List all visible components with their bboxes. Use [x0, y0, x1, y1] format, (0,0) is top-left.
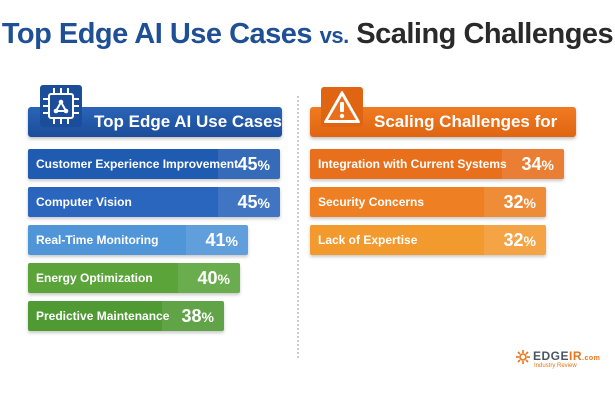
bar-value-box	[186, 225, 248, 255]
bar-value-box	[178, 263, 240, 293]
column-divider	[297, 96, 299, 358]
bar-value-label: 32%	[503, 192, 536, 212]
bar-value-label: 45%	[237, 154, 270, 174]
title-left: Top Edge AI Use Cases	[1, 18, 313, 50]
bar-value-label: 45%	[237, 192, 270, 212]
bar-category-label: Security Concerns	[318, 195, 425, 209]
bar-integration-with-current-systems: Integration with Current Systems 34%	[310, 149, 564, 179]
bar-value-label: 38%	[181, 306, 214, 326]
bar-category-label: Energy Optimization	[36, 271, 153, 285]
page-title: Top Edge AI Use Cases vs. Scaling Challe…	[0, 18, 615, 51]
bar-value-box	[484, 187, 546, 217]
bar-value-label: 40%	[197, 268, 230, 288]
logo-brand: EDGEIR.com	[533, 349, 601, 363]
bar-category-label: Real-Time Monitoring	[36, 233, 159, 247]
bar-category-label: Computer Vision	[36, 195, 132, 209]
edgeir-logo: EDGEIR.com Industry Review	[515, 346, 605, 376]
bar-value-box	[218, 187, 280, 217]
logo-mark-icon	[516, 350, 530, 364]
logo-subtitle: Industry Review	[534, 363, 577, 369]
bar-category-label: Lack of Expertise	[318, 233, 418, 247]
bar-lack-of-expertise: Lack of Expertise 32%	[310, 225, 546, 255]
bar-value-box	[484, 225, 546, 255]
bar-energy-optimization: Energy Optimization 40%	[28, 263, 240, 293]
bar-value-label: 34%	[521, 154, 554, 174]
title-vs: vs.	[319, 23, 350, 48]
bar-security-concerns: Security Concerns 32%	[310, 187, 546, 217]
warning-icon	[319, 85, 365, 139]
bar-category-label: Predictive Maintenance	[36, 309, 170, 323]
bar-value-box	[502, 149, 564, 179]
left-panel-header: Top Edge AI Use Cases	[28, 85, 282, 137]
bar-predictive-maintenance: Predictive Maintenance 38%	[28, 301, 224, 331]
bar-category-label: Customer Experience Improvement	[36, 157, 239, 171]
bar-computer-vision: Computer Vision 45%	[28, 187, 280, 217]
right-panel-header: Scaling Challenges for Edge AI	[310, 87, 576, 161]
left-panel-title: Top Edge AI Use Cases	[94, 112, 282, 131]
bar-value-label: 41%	[205, 230, 238, 250]
bar-value-box	[162, 301, 224, 331]
bar-category-label: Integration with Current Systems	[318, 157, 507, 171]
chip-icon	[38, 83, 84, 139]
bar-value-label: 32%	[503, 230, 536, 250]
bar-value-box	[218, 149, 280, 179]
bar-real-time-monitoring: Real-Time Monitoring 41%	[28, 225, 248, 255]
title-right: Scaling Challenges	[356, 18, 614, 50]
